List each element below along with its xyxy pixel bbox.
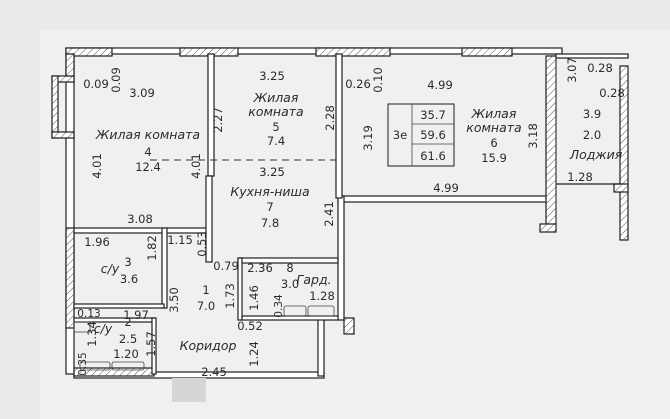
outer-walls — [51, 47, 629, 379]
dim-3.18: 3.18 — [526, 123, 540, 149]
room1-area: 7.0 — [197, 299, 215, 313]
dim-4.99-top: 4.99 — [427, 78, 453, 92]
dim-0.28-a: 0.28 — [587, 61, 613, 75]
room5-number: 5 — [272, 120, 279, 134]
room5-name-1: Жилая — [253, 90, 299, 105]
dim-1.20: 1.20 — [113, 347, 139, 361]
room6-name-1: Жилая — [471, 106, 517, 121]
room2-name: с/у — [94, 321, 113, 336]
dim-1.28-loggia: 1.28 — [567, 170, 593, 184]
room5-area: 7.4 — [267, 134, 285, 148]
summary-label: 3е — [393, 128, 407, 142]
room5-name-2: комната — [248, 104, 303, 119]
loggia-top: 3.9 — [583, 107, 601, 121]
dim-0.28-b: 0.28 — [599, 86, 625, 100]
corridor-name: Коридор — [180, 338, 237, 353]
room-labels: Жилая комната 4 12.4 Жилая комната 5 7.4… — [94, 90, 623, 353]
paper — [40, 30, 670, 419]
dim-0.13: 0.13 — [77, 308, 100, 320]
room2-number: 2 — [124, 315, 131, 329]
dim-2.36: 2.36 — [247, 261, 273, 275]
dim-3.07: 3.07 — [565, 57, 579, 83]
summary-table — [387, 103, 455, 167]
dim-1.34: 1.34 — [85, 321, 99, 347]
dimension-labels-vertical: 0.09 0.10 3.07 2.27 2.28 3.19 3.18 4.01 … — [77, 57, 579, 376]
dim-0.09-left: 0.09 — [83, 77, 109, 91]
room6-number: 6 — [490, 136, 497, 150]
dim-0.09-right: 0.09 — [109, 67, 123, 93]
room7-area: 7.8 — [261, 216, 279, 230]
room7-number: 7 — [266, 200, 273, 214]
summary-total: 59.6 — [420, 128, 446, 142]
room6-area: 15.9 — [481, 151, 507, 165]
dim-4.01-right: 4.01 — [189, 153, 203, 179]
dim-0.26: 0.26 — [345, 77, 371, 91]
room1-number: 1 — [202, 283, 209, 297]
dim-1.82: 1.82 — [145, 235, 159, 261]
dim-2.41: 2.41 — [322, 201, 336, 227]
room4-area: 12.4 — [135, 160, 161, 174]
room4-name: Жилая комната — [95, 127, 200, 142]
dim-0.53: 0.53 — [195, 231, 209, 257]
room3-name: с/у — [101, 261, 120, 276]
dim-1.15: 1.15 — [167, 233, 193, 247]
room3-number: 3 — [124, 255, 131, 269]
room6-name-2: комната — [466, 120, 521, 135]
dim-1.24: 1.24 — [247, 341, 261, 367]
dim-0.34: 0.34 — [273, 294, 285, 318]
room3-area: 3.6 — [120, 272, 138, 286]
dim-1.97: 1.97 — [123, 308, 149, 322]
dim-3.19: 3.19 — [361, 125, 375, 151]
interior-walls — [73, 53, 557, 375]
bottom-tag — [172, 378, 206, 402]
summary-living: 35.7 — [420, 108, 446, 122]
dim-0.35: 0.35 — [77, 352, 89, 375]
fixtures — [73, 305, 335, 371]
dim-1.28-gard: 1.28 — [309, 289, 335, 303]
dim-4.99-mid: 4.99 — [433, 181, 459, 195]
dimension-labels: 0.09 3.09 3.25 0.26 4.99 0.28 0.28 3.25 … — [77, 61, 625, 379]
dim-0.10: 0.10 — [371, 67, 385, 93]
dim-1.73: 1.73 — [223, 283, 237, 309]
room8-name: Гард. — [296, 272, 331, 287]
dim-1.96: 1.96 — [84, 235, 110, 249]
dim-0.52: 0.52 — [237, 319, 263, 333]
dim-3.25-mid: 3.25 — [259, 165, 285, 179]
dim-2.28: 2.28 — [323, 105, 337, 131]
dim-2.45: 2.45 — [201, 365, 227, 379]
dim-4.01-left: 4.01 — [90, 153, 104, 179]
room7-name: Кухня-ниша — [230, 184, 309, 199]
dim-3.09: 3.09 — [129, 86, 155, 100]
loggia-name: Лоджия — [569, 147, 623, 162]
summary-with-loggia: 61.6 — [420, 149, 446, 163]
dim-1.46: 1.46 — [247, 285, 261, 311]
dim-3.25-top: 3.25 — [259, 69, 285, 83]
dim-2.27: 2.27 — [211, 107, 225, 133]
room8-number: 8 — [286, 261, 293, 275]
loggia-bottom: 2.0 — [583, 128, 601, 142]
dim-3.50: 3.50 — [167, 287, 181, 313]
dim-0.79: 0.79 — [213, 259, 239, 273]
room8-area: 3.0 — [281, 277, 299, 291]
room4-number: 4 — [144, 145, 151, 159]
room2-area: 2.5 — [119, 332, 137, 346]
dim-3.08: 3.08 — [127, 212, 153, 226]
dim-1.57: 1.57 — [144, 331, 158, 357]
